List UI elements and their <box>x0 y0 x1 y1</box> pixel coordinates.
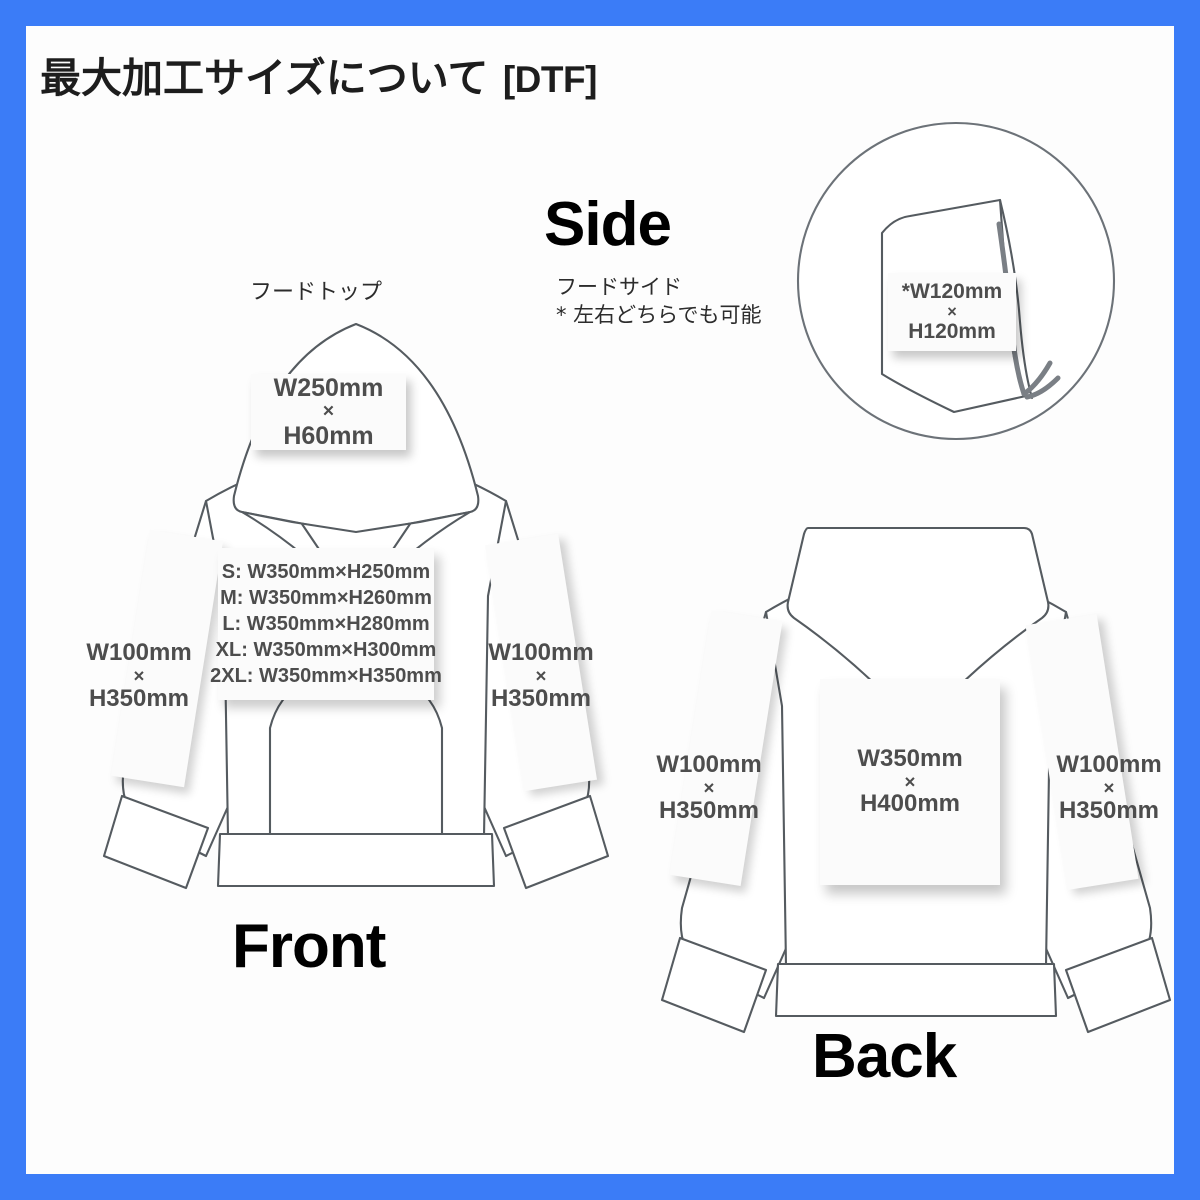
front-left-sleeve-size: W100mm × H350mm <box>74 639 204 712</box>
page-title-tag: [DTF] <box>502 59 598 100</box>
front-left-sleeve-width: W100mm <box>86 639 192 666</box>
front-view-label: Front <box>232 912 386 981</box>
back-right-sleeve-height: H350mm <box>1058 796 1160 824</box>
front-right-sleeve-separator: × <box>535 664 547 686</box>
back-right-cuff <box>1064 936 1172 1034</box>
hood-top-note: フードトップ <box>250 280 383 305</box>
side-view-label: Side <box>544 190 672 259</box>
front-left-cuff <box>102 794 210 890</box>
back-left-cuff <box>660 936 768 1034</box>
hood-side-seam <box>998 198 1034 400</box>
back-left-sleeve-height: H350mm <box>658 796 760 824</box>
front-waistband <box>216 832 496 888</box>
hood-top-separator: × <box>322 400 335 423</box>
page-title-ja: 最大加工サイズについて <box>40 54 489 102</box>
page-title: 最大加工サイズについて [DTF] <box>40 44 597 104</box>
back-body-separator: × <box>904 770 916 792</box>
front-right-cuff <box>502 794 610 890</box>
front-size-row: L: W350mm×H280mm <box>222 613 430 635</box>
hood-side-note-line2: * 左右どちらでも可能 <box>556 303 762 328</box>
hood-side-print-area: *W120mm × H120mm <box>888 273 1016 351</box>
poster-inner: 最大加工サイズについて [DTF] <box>26 26 1174 1174</box>
back-left-sleeve-width: W100mm <box>656 751 762 778</box>
hood-top-width: W250mm <box>273 374 384 403</box>
front-size-row: XL: W350mm×H300mm <box>215 639 437 661</box>
front-right-sleeve-width: W100mm <box>488 639 594 666</box>
hood-side-note: フードサイド * 左右どちらでも可能 <box>556 273 762 330</box>
hood-side-drawstring-1 <box>1021 360 1053 397</box>
back-right-sleeve-size: W100mm × H350mm <box>1044 751 1174 824</box>
back-left-sleeve-separator: × <box>703 776 715 798</box>
back-left-sleeve-size: W100mm × H350mm <box>644 751 774 824</box>
front-right-sleeve-size: W100mm × H350mm <box>476 639 606 712</box>
hood-top-print-area: W250mm × H60mm <box>251 374 406 450</box>
front-body-print-area: S: W350mm×H250mm M: W350mm×H260mm L: W35… <box>210 548 442 700</box>
hood-top-height: H60mm <box>283 421 374 450</box>
back-body-print-area: W350mm × H400mm <box>820 679 1000 885</box>
front-size-table: S: W350mm×H250mm M: W350mm×H260mm L: W35… <box>210 559 442 689</box>
hood-side-note-line1: フードサイド <box>556 275 682 299</box>
back-body-height: H400mm <box>859 790 961 818</box>
back-view-label: Back <box>812 1022 957 1091</box>
hood-side-drawstring-2 <box>1024 375 1061 400</box>
back-waistband <box>774 962 1058 1018</box>
front-left-sleeve-separator: × <box>133 664 145 686</box>
back-body-width: W350mm <box>857 744 963 772</box>
back-right-sleeve-width: W100mm <box>1056 751 1162 778</box>
hood-side-separator: × <box>947 302 957 321</box>
front-size-row: 2XL: W350mm×H350mm <box>210 665 442 687</box>
hood-side-width: *W120mm <box>901 280 1003 304</box>
front-right-sleeve-height: H350mm <box>490 684 592 712</box>
front-size-row: S: W350mm×H250mm <box>221 561 431 583</box>
hood-side-height: H120mm <box>908 320 996 344</box>
back-right-sleeve-separator: × <box>1103 776 1115 798</box>
front-left-sleeve-height: H350mm <box>88 684 190 712</box>
front-size-row: M: W350mm×H260mm <box>220 587 432 609</box>
